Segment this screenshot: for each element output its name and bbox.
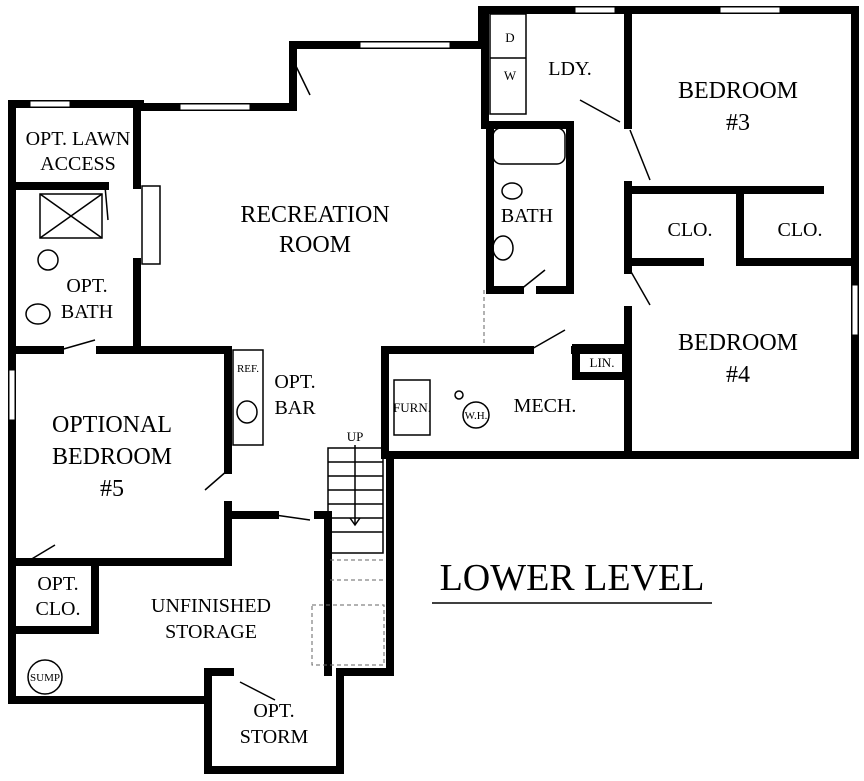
label-bedroom5-2: BEDROOM	[52, 444, 172, 470]
label-storm-2: STORM	[240, 726, 309, 748]
label-washer: W	[504, 68, 517, 83]
label-recreation-1: RECREATION	[240, 202, 389, 228]
label-lawn-access-1: OPT. LAWN	[26, 128, 131, 150]
label-bath: BATH	[501, 205, 553, 227]
label-storage-1: UNFINISHED	[151, 595, 271, 617]
label-closet-2: CLO.	[778, 219, 823, 241]
label-lawn-access-2: ACCESS	[40, 153, 116, 175]
windows	[8, 6, 859, 421]
label-sump: SUMP	[30, 672, 60, 684]
label-bedroom5-1: OPTIONAL	[52, 412, 172, 438]
label-laundry: LDY.	[548, 58, 592, 80]
stairs[interactable]	[327, 445, 384, 554]
label-ref: REF.	[237, 363, 259, 375]
label-linen: LIN.	[590, 355, 615, 370]
label-bedroom4-2: #4	[726, 362, 750, 388]
label-water-heater: W.H.	[465, 410, 488, 422]
label-bedroom3-1: BEDROOM	[678, 78, 798, 104]
label-bedroom3-2: #3	[726, 110, 750, 136]
label-opt-bar-2: BAR	[274, 397, 316, 419]
label-recreation-2: ROOM	[279, 232, 351, 258]
label-opt-closet-1: OPT.	[37, 573, 78, 595]
label-mech: MECH.	[514, 395, 577, 417]
doors	[29, 59, 651, 701]
label-opt-bath-2: BATH	[61, 301, 113, 323]
label-bedroom4-1: BEDROOM	[678, 330, 798, 356]
label-closet-1: CLO.	[668, 219, 713, 241]
label-opt-bar-1: OPT.	[274, 371, 315, 393]
label-opt-closet-2: CLO.	[36, 598, 81, 620]
plan-title: LOWER LEVEL	[440, 557, 705, 599]
label-bedroom5-3: #5	[100, 476, 124, 502]
label-storage-2: STORAGE	[165, 621, 257, 643]
label-furnace: FURN.	[393, 400, 431, 415]
fixtures	[25, 13, 566, 695]
label-opt-bath-1: OPT.	[66, 275, 107, 297]
label-stair-up: UP	[347, 429, 364, 444]
label-dryer: D	[505, 30, 514, 45]
label-storm-1: OPT.	[253, 700, 294, 722]
